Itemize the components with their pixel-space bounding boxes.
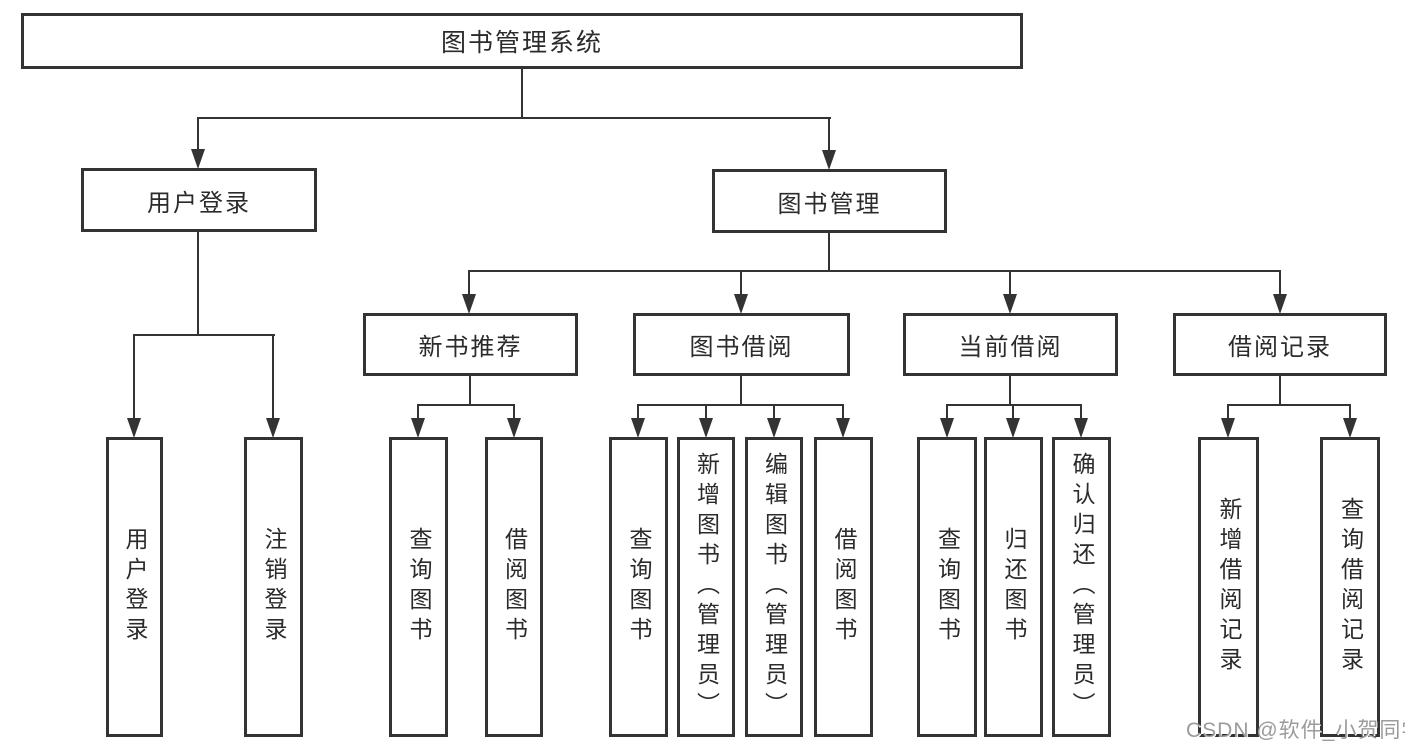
arrowhead-icon — [462, 294, 476, 314]
connector-drop — [133, 334, 135, 420]
connector-stem — [740, 376, 742, 406]
connector-stem — [1009, 376, 1011, 406]
connector-drop — [946, 404, 948, 420]
connector-drop — [828, 117, 830, 153]
leaf-borrow-books-2: 借阅图书 — [814, 437, 873, 737]
arrowhead-icon — [940, 418, 954, 438]
node-new-book-recommend: 新书推荐 — [363, 313, 578, 376]
arrowhead-icon — [1003, 294, 1017, 314]
connector-drop — [513, 404, 515, 420]
arrowhead-icon — [734, 294, 748, 314]
leaf-edit-books-admin: 编辑图书（管理员） — [745, 437, 803, 737]
node-borrow-records: 借阅记录 — [1173, 313, 1387, 376]
node-user-login: 用户登录 — [81, 168, 317, 232]
connector-drop — [773, 404, 775, 420]
connector-userlogin-stem — [197, 232, 199, 336]
connector-drop — [197, 117, 199, 152]
arrowhead-icon — [191, 149, 205, 169]
node-root: 图书管理系统 — [21, 13, 1023, 69]
arrowhead-icon — [631, 418, 645, 438]
connector-rail — [417, 404, 514, 406]
connector-stem — [469, 376, 471, 406]
leaf-confirm-return-admin: 确认归还（管理员） — [1052, 437, 1111, 737]
connector-drop — [1227, 404, 1229, 420]
connector-userlogin-rail — [133, 334, 275, 336]
connector-drop — [1080, 404, 1082, 420]
arrowhead-icon — [1343, 418, 1357, 438]
connector-drop — [1009, 270, 1011, 296]
connector-drop — [740, 270, 742, 296]
connector-rail — [637, 404, 844, 406]
leaf-logout: 注销登录 — [244, 437, 303, 737]
leaf-query-borrow-record: 查询借阅记录 — [1320, 437, 1380, 737]
connector-drop — [468, 270, 470, 296]
connector-stem — [1279, 376, 1281, 406]
arrowhead-icon — [1273, 294, 1287, 314]
arrowhead-icon — [767, 418, 781, 438]
leaf-user-login: 用户登录 — [106, 437, 163, 737]
leaf-add-borrow-record: 新增借阅记录 — [1198, 437, 1259, 737]
arrowhead-icon — [1006, 418, 1020, 438]
connector-root-rail — [197, 117, 831, 119]
connector-root-stem — [521, 69, 523, 119]
arrowhead-icon — [1221, 418, 1235, 438]
node-book-borrow: 图书借阅 — [633, 313, 850, 376]
connector-drop — [705, 404, 707, 420]
connector-rail — [1227, 404, 1351, 406]
connector-drop — [272, 334, 274, 420]
node-current-borrow: 当前借阅 — [903, 313, 1118, 376]
arrowhead-icon — [411, 418, 425, 438]
leaf-return-books: 归还图书 — [984, 437, 1043, 737]
leaf-query-books-2: 查询图书 — [609, 437, 668, 737]
arrowhead-icon — [822, 150, 836, 170]
arrowhead-icon — [507, 418, 521, 438]
leaf-query-books-1: 查询图书 — [389, 437, 448, 737]
leaf-borrow-books-1: 借阅图书 — [485, 437, 543, 737]
leaf-add-books-admin: 新增图书（管理员） — [677, 437, 735, 737]
arrowhead-icon — [1074, 418, 1088, 438]
arrowhead-icon — [266, 418, 280, 438]
connector-drop — [1279, 270, 1281, 296]
connector-drop — [1349, 404, 1351, 420]
connector-bookmgmt-rail — [468, 270, 1281, 272]
connector-bookmgmt-stem — [828, 233, 830, 272]
arrowhead-icon — [836, 418, 850, 438]
connector-drop — [842, 404, 844, 420]
connector-drop — [637, 404, 639, 420]
connector-rail — [946, 404, 1082, 406]
connector-drop — [417, 404, 419, 420]
leaf-query-books-3: 查询图书 — [917, 437, 977, 737]
node-book-management: 图书管理 — [712, 169, 947, 233]
arrowhead-icon — [699, 418, 713, 438]
csdn-watermark: CSDN @软件_小贺同学 — [1186, 719, 1405, 742]
arrowhead-icon — [127, 418, 141, 438]
connector-drop — [1012, 404, 1014, 420]
